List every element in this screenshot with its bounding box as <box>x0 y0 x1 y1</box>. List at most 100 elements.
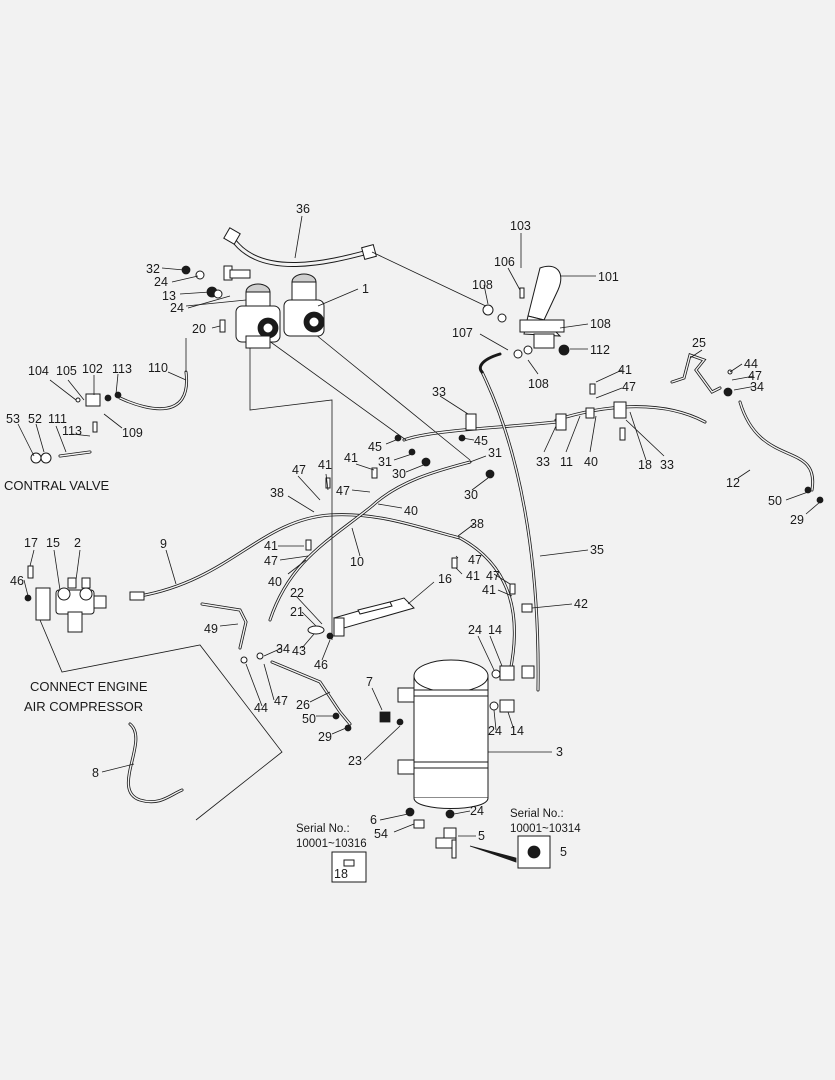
callout: 103 <box>510 219 531 233</box>
drain-valve-5 <box>435 827 457 859</box>
callout: 49 <box>204 622 218 636</box>
callout: 9 <box>160 537 167 551</box>
callout: 40 <box>584 455 598 469</box>
callout: 110 <box>148 361 168 375</box>
serial-right-range: 10001~10314 <box>510 823 581 835</box>
callout: 24 <box>468 623 482 637</box>
bolt-41-d <box>451 557 458 569</box>
callout: 25 <box>692 336 706 350</box>
callout: 22 <box>290 586 304 600</box>
callout: 6 <box>370 813 377 827</box>
bolt-17 <box>27 565 34 579</box>
callout: 2 <box>74 536 81 550</box>
hose-35 <box>480 370 540 692</box>
clip-43 <box>307 625 325 635</box>
callout: 31 <box>488 446 502 460</box>
bolt-41-right <box>589 383 596 395</box>
fitting-14-a <box>499 665 515 681</box>
bolt-18 <box>619 427 626 441</box>
callout: 113 <box>112 362 132 376</box>
fitting-34-right <box>723 387 733 397</box>
hose-110 <box>118 370 189 411</box>
fitting-6 <box>405 807 415 817</box>
callout: 108 <box>590 317 611 331</box>
nut-46 <box>326 632 334 640</box>
nut-7 <box>379 711 391 723</box>
callout: 33 <box>432 385 446 399</box>
engine-caption-line2: AIR COMPRESSOR <box>24 699 143 714</box>
clamp-42 <box>521 603 533 613</box>
callout: 38 <box>270 486 284 500</box>
fittings-32-24-13 <box>181 265 251 299</box>
callout: 104 <box>28 364 49 378</box>
callout: 1 <box>362 282 369 296</box>
bolt-41-a <box>371 467 378 479</box>
fitting-53 <box>30 452 42 464</box>
captions: CONTRAL VALVE CONNECT ENGINE AIR COMPRES… <box>4 478 581 850</box>
pipe-10 <box>268 460 472 622</box>
callout: 41 <box>264 539 278 553</box>
tee-40 <box>585 407 595 419</box>
bracket-16 <box>333 597 415 637</box>
callout: 38 <box>470 517 484 531</box>
callout: 5 <box>560 845 567 859</box>
bolt-106 <box>519 287 525 299</box>
callout: 10 <box>350 555 364 569</box>
callout: 41 <box>618 363 632 377</box>
callout: 42 <box>574 597 588 611</box>
callout: 36 <box>296 202 310 216</box>
callout: 47 <box>486 569 500 583</box>
callout: 24 <box>470 804 484 818</box>
serial-right-title: Serial No.: <box>510 808 564 820</box>
callout: 31 <box>378 455 392 469</box>
bolt-41-c <box>305 539 312 551</box>
callout: 46 <box>314 658 328 672</box>
fitting-24-b <box>489 701 499 711</box>
callout: 105 <box>56 364 77 378</box>
brake-chamber-right <box>283 273 325 337</box>
callout: 40 <box>404 504 418 518</box>
callout: 7 <box>366 675 373 689</box>
callout: 5 <box>478 829 485 843</box>
callout: 3 <box>556 745 563 759</box>
nut-31-a <box>408 448 416 456</box>
clamp-33-right <box>613 401 627 419</box>
leader-lines <box>17 215 821 837</box>
callout: 23 <box>348 754 362 768</box>
pipe-9 <box>138 513 462 598</box>
hose-111 <box>58 450 92 458</box>
callout: 41 <box>482 583 496 597</box>
arrow-to-detail <box>469 845 517 863</box>
callout: 109 <box>122 426 143 440</box>
callout: 40 <box>268 575 282 589</box>
detail-box-left <box>331 851 367 883</box>
callout: 30 <box>464 488 478 502</box>
callout: 18 <box>334 867 348 881</box>
clamp-33-mid <box>555 413 567 431</box>
pipe-25 <box>670 353 722 394</box>
callout: 32 <box>146 262 160 276</box>
callout: 11 <box>560 455 573 469</box>
nut-30-a <box>421 457 431 467</box>
callout: 12 <box>726 476 740 490</box>
callout-numbers: 36 103 106 101 32 24 13 24 1 20 108 108 … <box>6 202 804 881</box>
fitting-52 <box>40 452 52 464</box>
callout: 44 <box>744 357 758 371</box>
callout: 15 <box>46 536 60 550</box>
callout: 47 <box>748 369 762 383</box>
bolt-18-detail-icon <box>343 859 355 867</box>
callout: 47 <box>264 554 278 568</box>
callout: 41 <box>344 451 358 465</box>
callout: 30 <box>392 467 406 481</box>
control-valve-2 <box>35 577 145 633</box>
washer-24-left <box>396 718 404 726</box>
clamp-33-left <box>465 413 477 431</box>
air-tank-3 <box>397 659 489 809</box>
callout: 16 <box>438 572 452 586</box>
elbow-top <box>521 665 535 679</box>
callout: 13 <box>162 289 176 303</box>
pipe-38 <box>458 536 516 674</box>
fitting-34-left <box>256 652 264 660</box>
callout: 14 <box>510 724 524 738</box>
